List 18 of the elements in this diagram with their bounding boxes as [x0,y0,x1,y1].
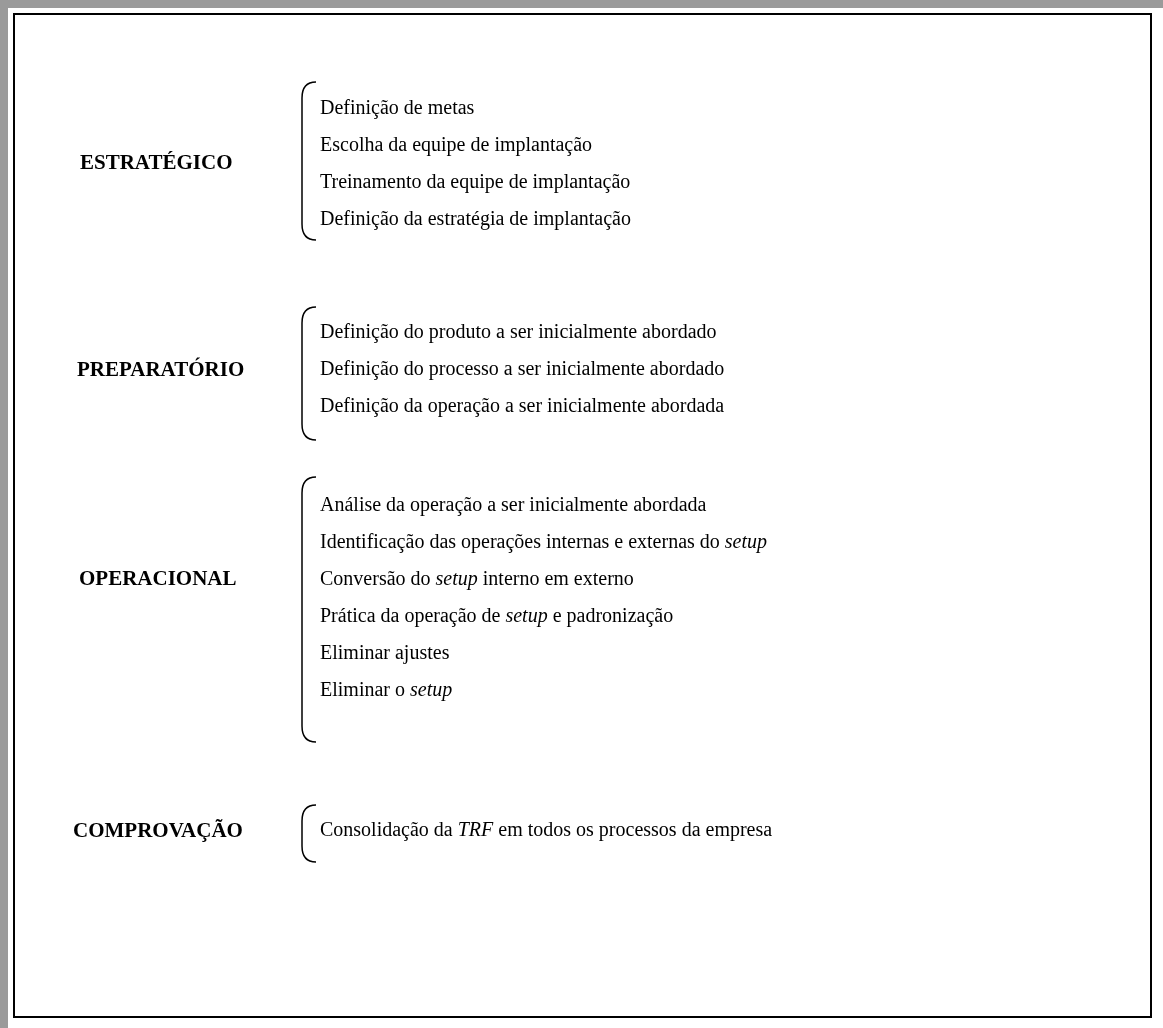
stage-heading: COMPROVAÇÃO [73,818,243,843]
step-text: Definição da estratégia de implantação [320,207,631,230]
step-text: Eliminar o setup [320,678,453,701]
step-text: Definição do produto a ser inicialmente abordado [320,320,717,343]
step-text: Eliminar ajustes [320,641,450,664]
step-text: Treinamento da equipe de implantação [320,170,631,193]
stage-heading: PREPARATÓRIO [77,357,245,382]
step-text: Análise da operação a ser inicialmente abordada [320,493,707,516]
stage-heading: OPERACIONAL [79,566,237,591]
step-text: Consolidação da TRF em todos os processos da empresa [320,818,773,841]
step-text: Prática da operação de setup e padronização [320,604,674,627]
step-text: Identificação das operações internas e externas do setup [320,530,768,553]
step-text: Definição do processo a ser inicialmente abordado [320,357,725,380]
step-text: Definição da operação a ser inicialmente abordada [320,394,725,417]
stage-heading: ESTRATÉGICO [80,150,233,175]
step-text: Escolha da equipe de implantação [320,133,593,156]
step-text: Definição de metas [320,96,475,119]
step-text: Conversão do setup interno em externo [320,567,634,590]
